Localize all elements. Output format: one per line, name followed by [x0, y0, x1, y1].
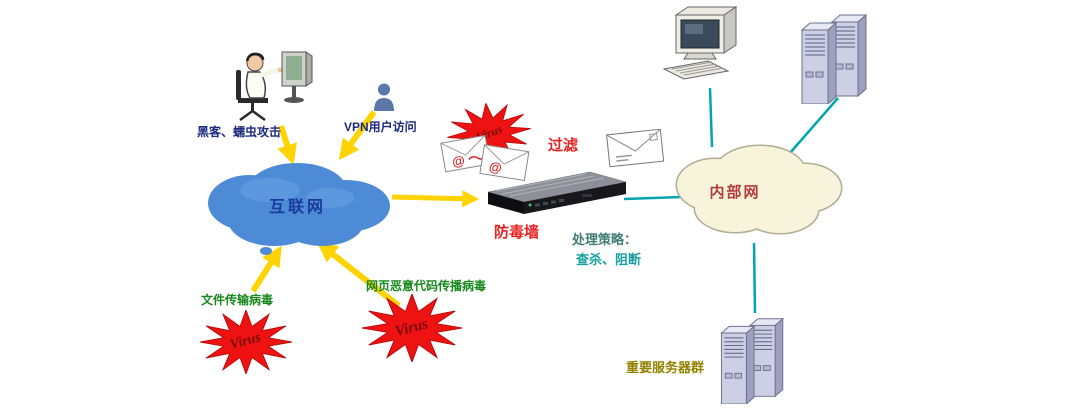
internet-cloud: [200, 158, 395, 258]
virus-burst-web: Virus: [362, 294, 462, 362]
desktop-computer-icon: [662, 5, 754, 91]
attack-arrow-hacker: [277, 125, 297, 165]
infected-mail-icon: @ @: [438, 126, 533, 184]
server-group-icon: [716, 312, 794, 404]
firewall-label: 防毒墙: [494, 224, 540, 241]
clean-mail-icon: [604, 124, 666, 170]
starburst-icon: [200, 310, 292, 374]
server-group-label: 重要服务器群: [626, 360, 705, 375]
link-firewall-intranet: [623, 195, 682, 201]
virus-burst-file: Virus: [200, 310, 292, 374]
attack-arrow-vpn: [339, 110, 377, 161]
vpn-access-label: VPN用户访问: [344, 120, 417, 134]
vpn-user-icon: [372, 82, 396, 112]
internet-label: 互联网: [268, 199, 326, 216]
traffic-arrow-internet-to-firewall: [391, 190, 480, 208]
attack-arrow-file-virus: [250, 245, 282, 293]
intranet-cloud: [665, 140, 845, 250]
filter-label: 过滤: [548, 137, 579, 154]
firewall-appliance-icon: [486, 170, 626, 220]
policy-title: 处理策略：: [572, 232, 638, 247]
web-virus-label: 网页恶意代码传播病毒: [366, 279, 487, 293]
file-virus-label: 文件传输病毒: [201, 293, 274, 307]
svg-text:@: @: [488, 159, 503, 176]
server-tower-icon: [798, 8, 876, 104]
svg-text:@: @: [451, 152, 466, 169]
link-intranet-servers: [789, 97, 839, 154]
hacker-workstation-icon: [232, 46, 317, 126]
hacker-attack-label: 黑客、蠕虫攻击: [197, 125, 282, 139]
policy-actions: 查杀、阻断: [576, 252, 642, 267]
link-intranet-server-group: [752, 242, 757, 314]
link-intranet-computer: [708, 87, 714, 148]
attack-arrow-web-virus: [316, 241, 401, 309]
intranet-label: 内部网: [709, 184, 761, 201]
starburst-icon: [362, 294, 462, 362]
